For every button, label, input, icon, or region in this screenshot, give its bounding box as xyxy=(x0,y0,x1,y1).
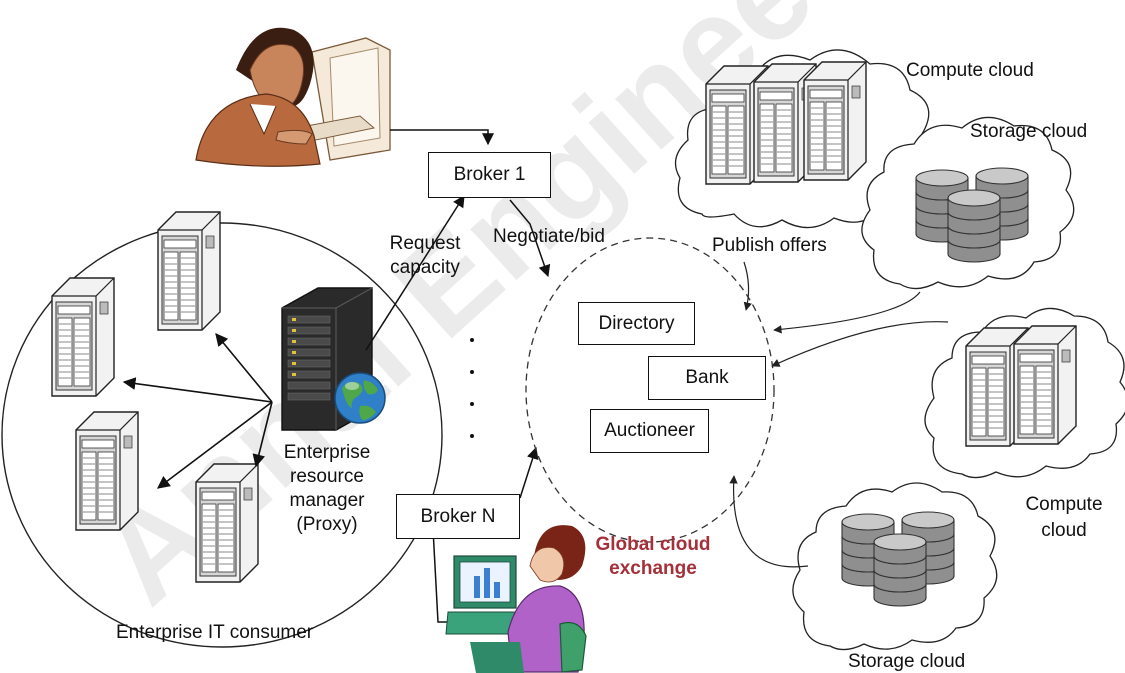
broker-n-box[interactable]: Broker N xyxy=(396,494,520,539)
enterprise-it-consumer-label: Enterprise IT consumer xyxy=(116,622,314,643)
request-capacity-label: Request capacity xyxy=(389,233,461,278)
server-icon xyxy=(157,211,221,331)
compute-cloud-top-label: Compute cloud xyxy=(906,60,1034,81)
compute-cloud-right-label: Compute cloud xyxy=(1025,494,1103,541)
negotiate-bid-label: Negotiate/bid xyxy=(493,226,605,247)
global-exchange-boundary xyxy=(525,237,775,543)
auctioneer-box[interactable]: Auctioneer xyxy=(590,409,709,453)
broker-1-connectors xyxy=(365,129,551,351)
storage-cloud-top-label: Storage cloud xyxy=(970,121,1088,142)
enterprise-boundary xyxy=(1,222,443,648)
broker-1-box[interactable]: Broker 1 xyxy=(428,152,551,198)
server-icon xyxy=(51,277,115,397)
cloud-to-exchange-arrows xyxy=(729,261,949,568)
storage-cloud-bottom-label: Storage cloud xyxy=(848,651,966,672)
broker-ellipsis xyxy=(470,338,474,438)
bank-box[interactable]: Bank xyxy=(648,356,766,400)
server-icon xyxy=(195,463,259,583)
server-icon xyxy=(803,61,867,181)
erm-to-servers-arrows xyxy=(122,333,273,489)
directory-box[interactable]: Directory xyxy=(578,302,695,345)
server-icon xyxy=(75,411,139,531)
storage-cylinder-icon xyxy=(948,190,1000,262)
businessman-at-computer-icon xyxy=(195,27,391,167)
storage-cylinder-icon xyxy=(874,534,926,606)
globe-icon xyxy=(334,372,386,424)
global-cloud-exchange-label: Global cloud exchange xyxy=(595,534,711,579)
woman-at-computer-icon xyxy=(445,525,587,673)
publish-offers-label: Publish offers xyxy=(712,235,827,256)
enterprise-resource-manager-label: Enterprise resource manager (Proxy) xyxy=(283,442,371,535)
server-icon xyxy=(1013,325,1077,445)
